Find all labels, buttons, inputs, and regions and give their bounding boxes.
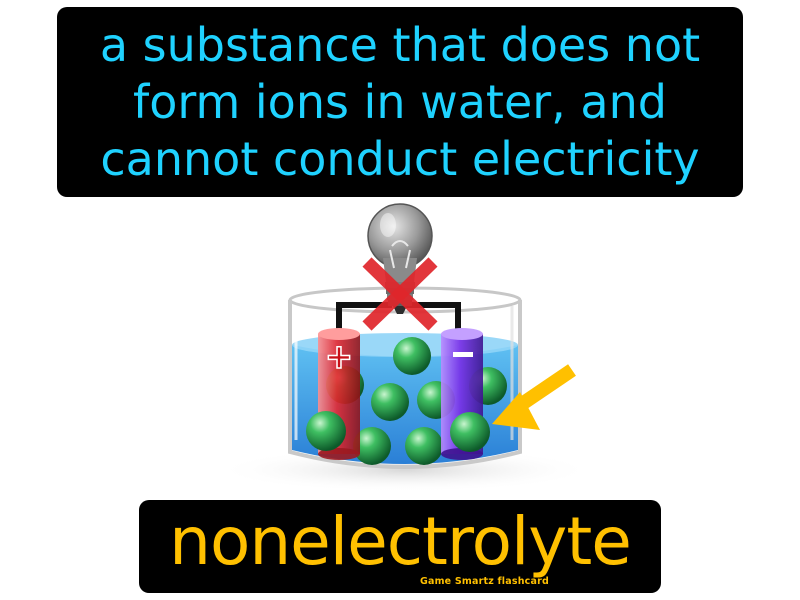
arrow-icon: [492, 364, 576, 430]
term-panel: nonelectrolyte Game Smartz flashcard: [139, 500, 661, 593]
brand-label: Game Smartz flashcard: [419, 576, 549, 587]
molecule: [405, 427, 443, 465]
beaker-shadow: [215, 448, 595, 492]
red-x-icon: [362, 257, 438, 331]
definition-text: a substance that does not form ions in w…: [99, 17, 701, 186]
molecules-front: [306, 411, 490, 452]
positive-symbol: +: [325, 337, 354, 377]
definition-panel: a substance that does not form ions in w…: [57, 7, 743, 197]
molecule: [371, 383, 409, 421]
negative-symbol-text: −: [0, 0, 1, 1]
negative-symbol: [453, 352, 473, 357]
molecule: [393, 337, 431, 375]
term-text: nonelectrolyte: [169, 503, 632, 580]
circuit-wires: [336, 302, 461, 335]
molecule: [306, 411, 346, 451]
molecule: [353, 427, 391, 465]
molecule: [450, 412, 490, 452]
